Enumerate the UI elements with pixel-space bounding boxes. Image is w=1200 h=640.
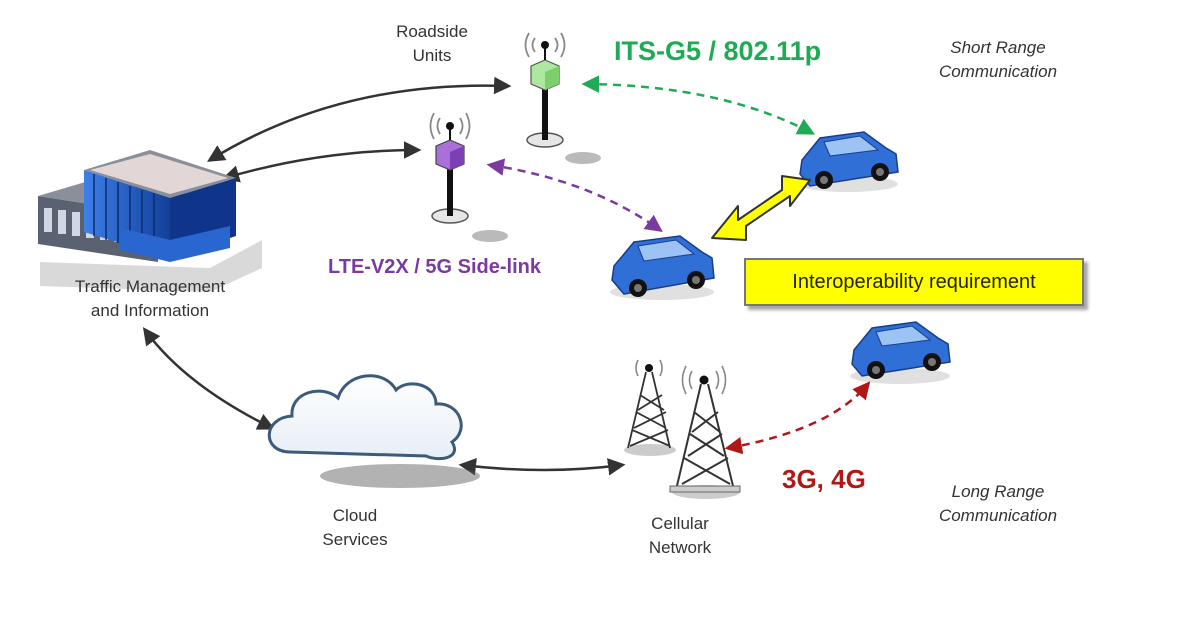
- cloud-icon: [267, 374, 480, 488]
- roadside-unit-purple-icon: [429, 112, 508, 242]
- link-cloud-cellular: [458, 457, 626, 476]
- cellular-tower-left-icon: [624, 359, 676, 456]
- label-long-range: Long Range Communication: [938, 482, 1058, 525]
- link-tm-rsu2: [221, 141, 422, 183]
- vehicle-short-range-top-icon: [798, 131, 899, 192]
- protocol-its-g5: ITS-G5 / 802.11p: [614, 36, 822, 66]
- interoperability-requirement-box: Interoperability requirement: [744, 258, 1084, 306]
- label-short-range: Short Range Communication: [938, 38, 1058, 81]
- label-cloud-services: Cloud Services: [322, 506, 388, 549]
- link-tm-cloud: [142, 327, 276, 430]
- cellular-tower-right-icon: [669, 365, 741, 499]
- link-tm-rsu1: [207, 76, 512, 162]
- link-cellular: [724, 381, 871, 455]
- traffic-management-building-icon: [38, 150, 262, 292]
- link-lte-v2x: [486, 158, 663, 233]
- roadside-unit-green-icon: [524, 32, 601, 164]
- protocol-lte-v2x: LTE-V2X / 5G Side-link: [328, 256, 542, 278]
- label-cellular-network: Cellular Network: [648, 514, 712, 557]
- vehicle-sidelink-icon: [610, 235, 715, 300]
- label-roadside-units: Roadside Units: [396, 22, 468, 65]
- interoperability-arrow-icon: [711, 175, 811, 241]
- link-its-g5: [581, 75, 816, 135]
- vehicle-long-range-icon: [850, 321, 951, 384]
- label-traffic-management: Traffic Management and Information: [74, 277, 226, 320]
- protocol-cellular: 3G, 4G: [782, 464, 866, 494]
